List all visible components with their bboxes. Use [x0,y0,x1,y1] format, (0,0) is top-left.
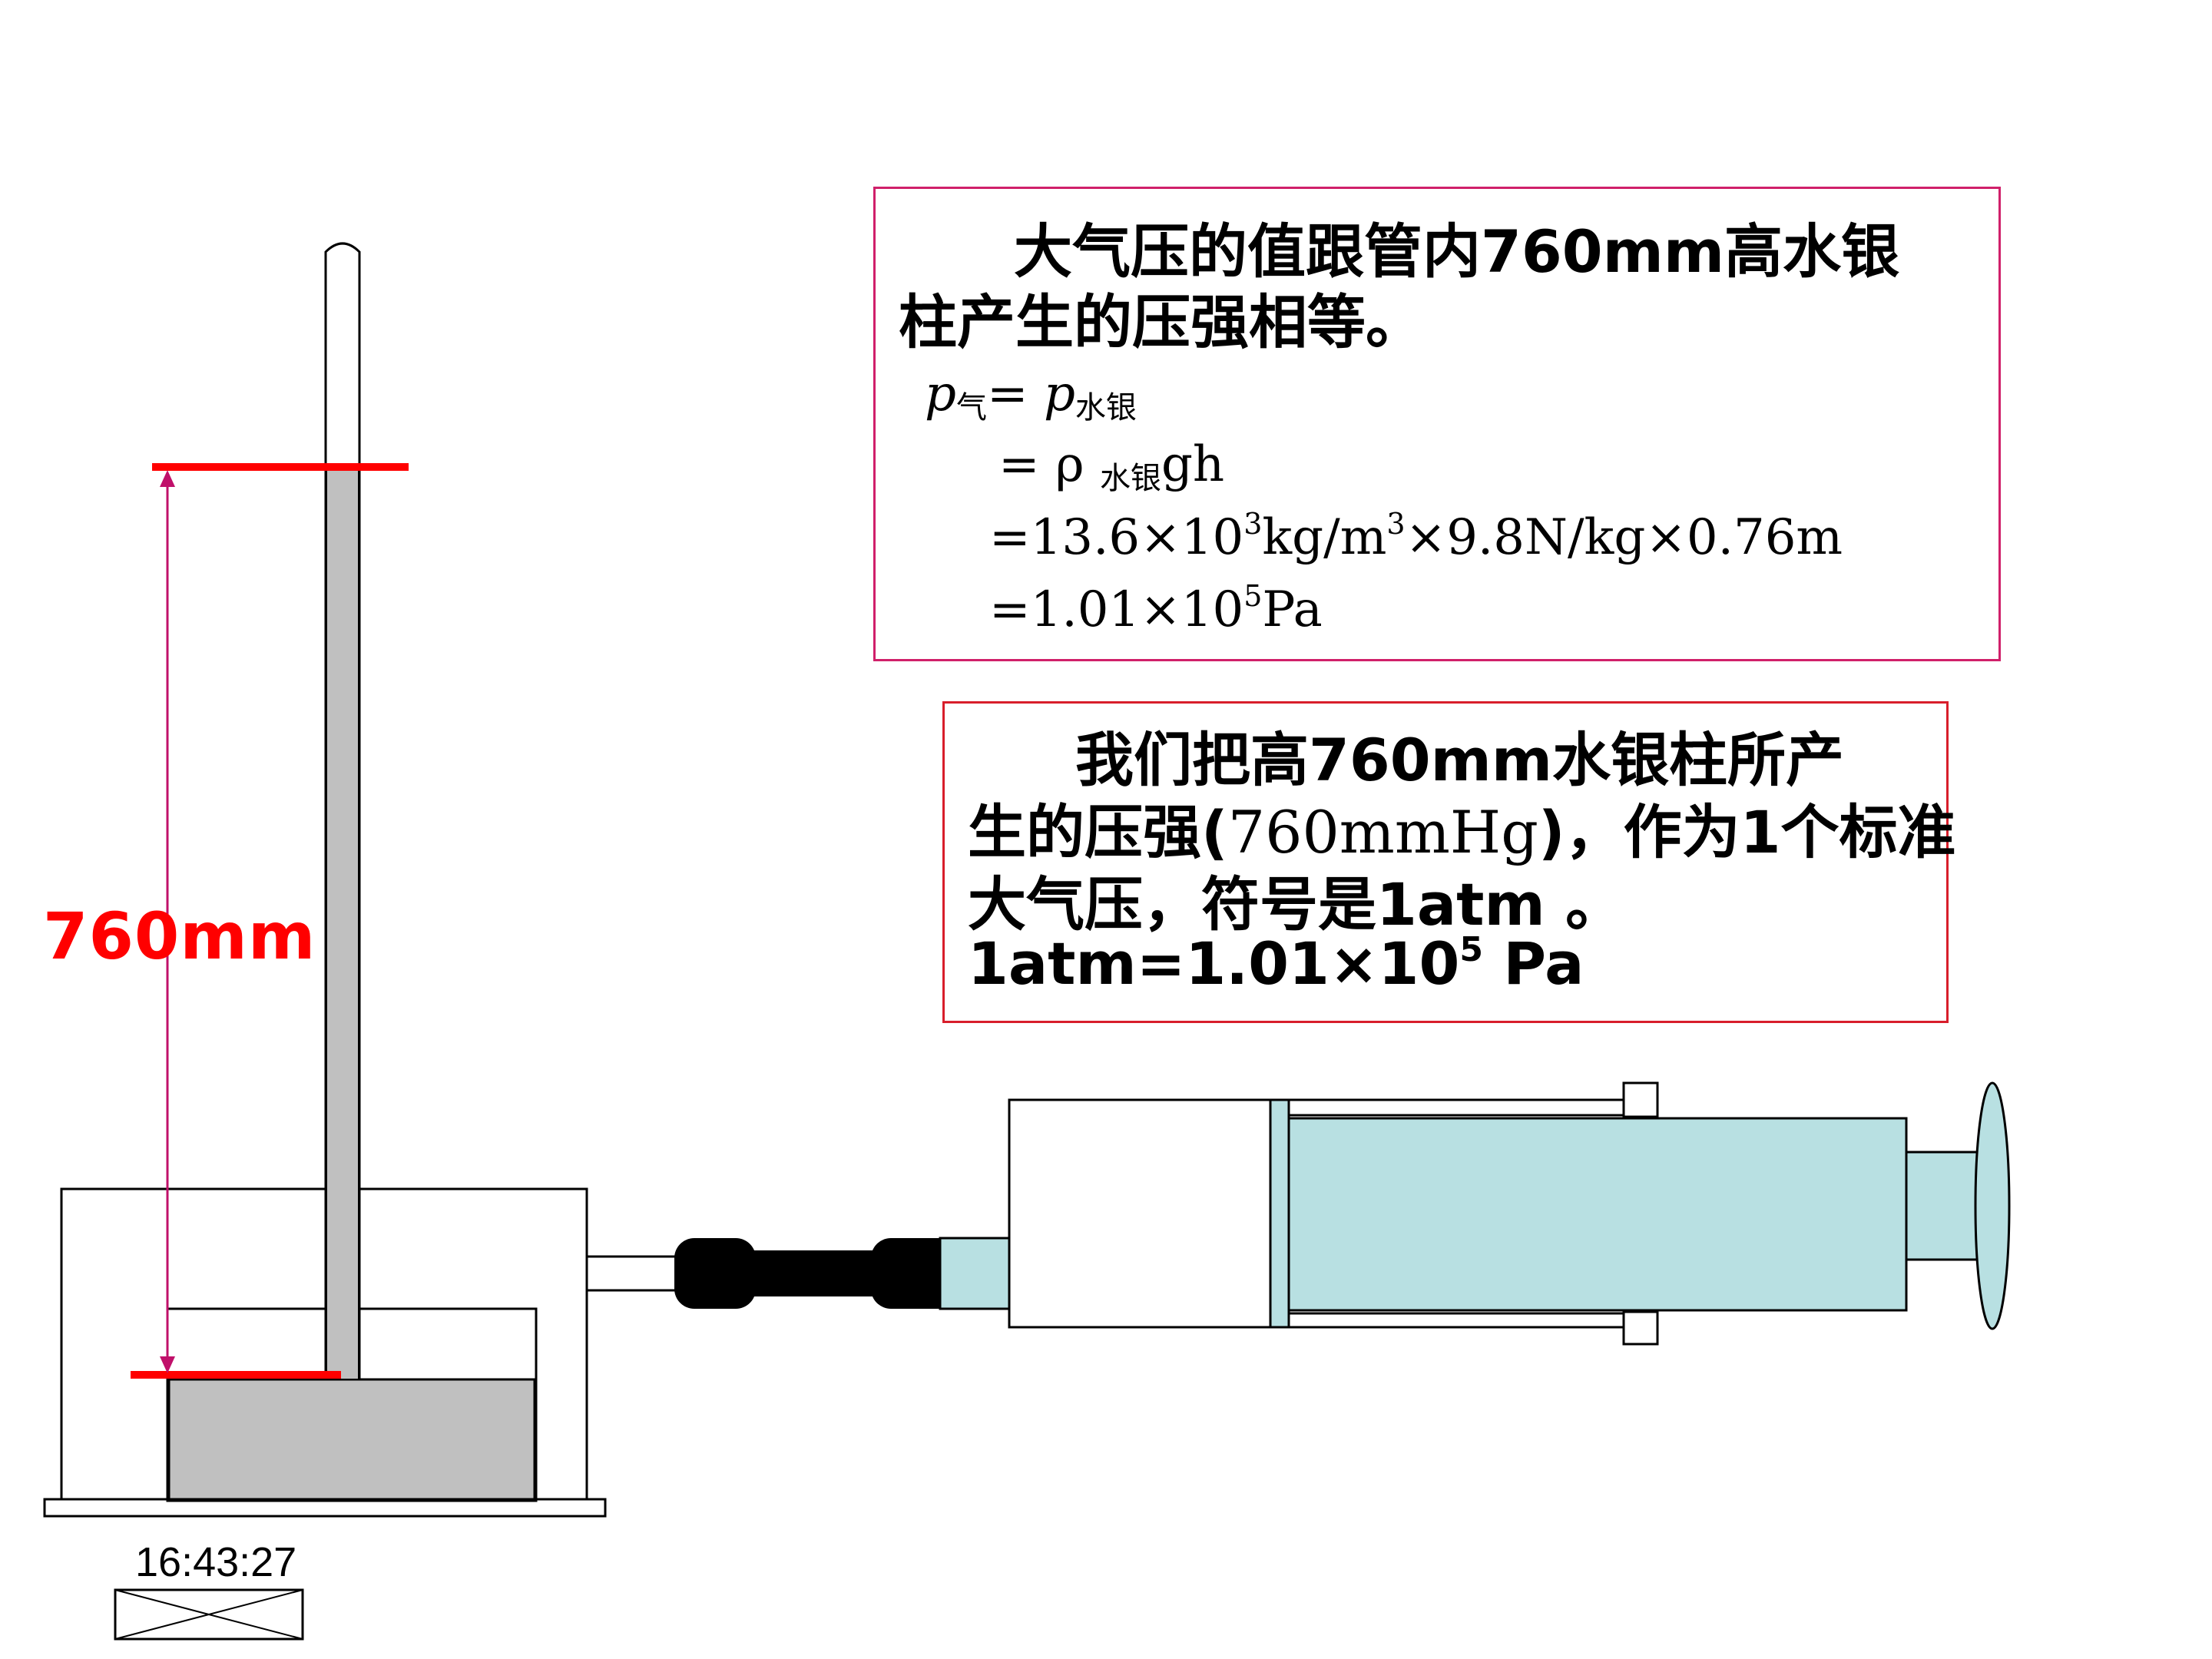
formula-rho: = ρ [998,436,1100,493]
formula-sub-mercury: 水银 [1075,390,1137,426]
box2-line2: 生的压强(760mmHg)，作为1个标准 [968,785,1955,869]
hose-connector-left [674,1238,756,1309]
formula-line2: = ρ 水银gh [998,436,1224,498]
formula4-sup: 5 [1243,579,1263,613]
box2-line4-sup: 5 [1459,930,1483,969]
box2-line2-part-c: )，作为1个标准 [1538,798,1956,866]
crossed-box-diag2 [114,1589,303,1640]
height-label: 760mm [43,899,316,974]
formula3-part-b: kg/m [1262,509,1387,566]
flange-bottom [1622,1310,1659,1346]
formula4-part-b: Pa [1262,581,1323,638]
box2-line2-part-a: 生的压强( [968,798,1228,866]
hose-end [922,1238,940,1309]
plunger-rod [1905,1151,1979,1261]
formula-sub-air: 气 [955,390,987,426]
flange-top [1622,1081,1659,1118]
formula3-sup2: 3 [1386,507,1406,541]
formula3-part-c: ×9.8N/kg×0.76m [1405,509,1843,566]
formula-line4: =1.01×105Pa [989,579,1323,638]
formula-gh: gh [1161,436,1225,493]
formula-p-air: p [925,366,956,422]
box2-line3: 大气压，符号是1atm 。 [968,870,1624,939]
formula4-part-a: =1.01×10 [989,581,1244,638]
pressure-explanation-box: 大气压的值跟管内760mm高水银 柱产生的压强相等。 p气= p水银 = ρ 水… [873,187,2001,661]
mercury-column [326,468,359,1380]
height-arrow-head-top [160,470,175,487]
box1-line1: 大气压的值跟管内760mm高水银 [1014,217,1900,286]
box2-line4: 1atm=1.01×105 Pa [968,929,1584,998]
formula-rho-sub: 水银 [1099,461,1161,496]
standard-atmosphere-box: 我们把高760mm水银柱所产 生的压强(760mmHg)，作为1个标准 大气压，… [942,701,1955,1023]
formula-line1: p气= p水银 [925,366,1137,427]
box2-line4-part-b: Pa [1482,929,1584,998]
box2-line1: 我们把高760mm水银柱所产 [1075,726,1845,794]
plunger-body [1287,1117,1908,1312]
formula-p-mercury: p [1043,366,1075,422]
height-arrow-head-bottom [160,1356,175,1373]
syringe-nozzle [939,1237,1011,1310]
syringe-barrel [1008,1098,1272,1329]
connector-pipe [585,1255,680,1292]
box2-line2-unit: 760mmHg [1227,798,1538,866]
plunger-seal [1269,1098,1290,1329]
formula-line3: =13.6×103kg/m3×9.8N/kg×0.76m [989,507,1843,566]
formula-eq1: = [986,366,1044,422]
formula3-sup1: 3 [1243,507,1263,541]
box1-line2: 柱产生的压强相等。 [899,288,1424,356]
timestamp: 16:43:27 [135,1539,297,1585]
thumb-press [1974,1081,2011,1330]
box2-line4-part-a: 1atm=1.01×10 [968,929,1460,998]
hose [745,1250,883,1296]
formula3-part-a: =13.6×10 [989,509,1244,566]
basin-mercury [167,1378,536,1501]
